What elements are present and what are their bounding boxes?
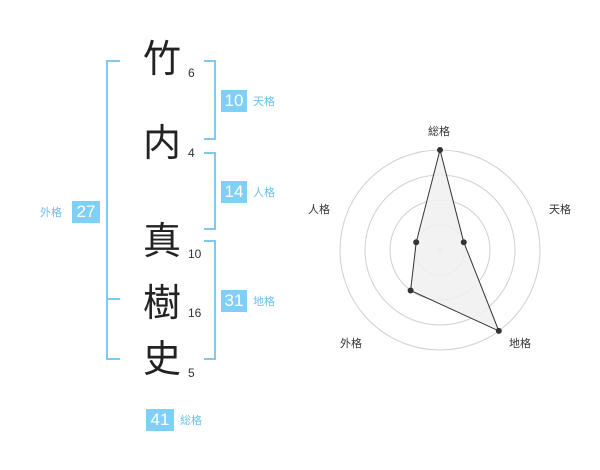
radar-point-1 [437, 147, 443, 153]
stroke-count-2: 4 [188, 146, 195, 160]
radar-series-polygon [410, 149, 500, 332]
stroke-count-1: 6 [188, 66, 195, 80]
jinkaku-value: 14 [221, 181, 247, 203]
chikaku-value: 31 [221, 290, 247, 312]
radar-point-4 [407, 287, 414, 294]
name-char-4: 樹 [142, 281, 181, 325]
soukaku-value: 41 [146, 409, 174, 431]
radar-label-tenkaku: 天格 [549, 203, 571, 216]
name-char-5: 史 [142, 337, 181, 381]
chikaku-label: 地格 [253, 295, 275, 308]
gaikaku-value: 27 [72, 201, 100, 223]
name-char-1: 竹 [142, 37, 181, 81]
soukaku-label: 総格 [180, 414, 202, 427]
name-char-3: 真 [142, 219, 181, 263]
stroke-count-4: 16 [188, 306, 202, 320]
radar-label-gaikaku: 外格 [340, 337, 362, 350]
radar-point-5 [413, 239, 420, 246]
stroke-count-5: 5 [188, 366, 195, 380]
radar-point-3 [495, 327, 502, 334]
tenkaku-label: 天格 [253, 95, 275, 108]
stroke-count-3: 10 [188, 247, 202, 261]
name-char-2: 内 [142, 121, 181, 165]
radar-label-soukaku: 総格 [428, 125, 450, 138]
jinkaku-label: 人格 [253, 186, 275, 199]
radar-point-2 [460, 239, 467, 246]
radar-label-chikaku: 地格 [509, 337, 531, 350]
gaikaku-label: 外格 [40, 206, 62, 219]
radar-label-jinkaku: 人格 [308, 203, 330, 216]
tenkaku-value: 10 [221, 90, 247, 112]
